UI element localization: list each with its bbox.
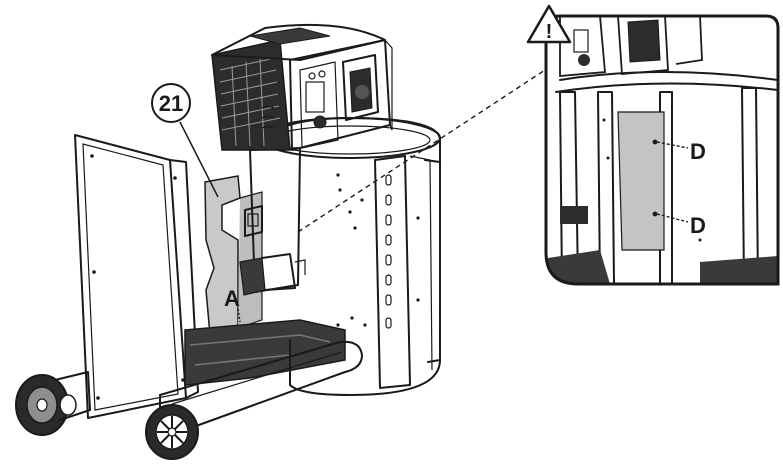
vent-slots	[385, 174, 392, 329]
vent-grid	[219, 57, 281, 147]
callout-a: A	[224, 286, 241, 323]
machine-head	[211, 23, 393, 151]
label-d-bottom: D	[690, 213, 706, 238]
bottom-base	[184, 319, 346, 386]
warning-triangle-icon: !	[526, 4, 572, 44]
label-a: A	[224, 286, 240, 311]
warning-symbol: !	[546, 21, 553, 43]
callout-circle-21	[151, 83, 191, 123]
front-wheel	[145, 404, 199, 460]
rear-wheel	[15, 371, 91, 436]
detail-inset: D D	[544, 14, 780, 286]
label-d-top: D	[690, 139, 706, 164]
callout-number: 21	[159, 91, 183, 116]
detail-leader	[297, 69, 546, 233]
callout-21: 21	[151, 83, 219, 198]
left-door-panel	[74, 134, 199, 419]
